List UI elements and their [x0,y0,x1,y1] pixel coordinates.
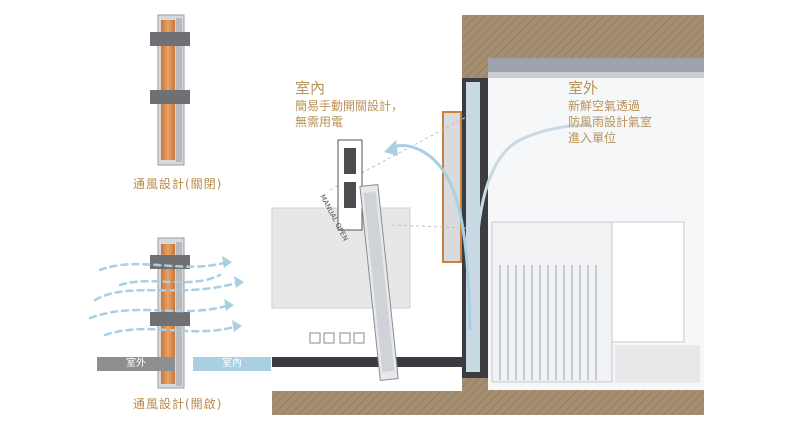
outdoor-annotation: 室外 新鮮空氣透過 防風雨設計氣室 進入單位 [568,78,652,146]
section-drawing [271,15,704,415]
indoor-annotation: 室內 簡易手動開關設計， 無需用電 [295,78,403,130]
indoor-tag: 室內 [193,357,271,371]
outdoor-tag: 室外 [97,357,175,371]
airflow-arrowheads-left [222,256,244,332]
indoor-title: 室內 [295,79,326,97]
indoor-line-2: 無需用電 [295,115,344,129]
outdoor-line-2: 防風雨設計氣室 [568,115,653,129]
outdoor-title: 室外 [568,79,599,97]
closed-vent-caption: 通風設計(關閉) [133,177,223,191]
open-vent-caption: 通風設計(開啟) [133,397,223,411]
indoor-line-1: 簡易手動開關設計， [295,99,404,113]
vent-unit-closed [150,14,190,166]
outdoor-line-1: 新鮮空氣透過 [568,99,641,113]
outdoor-line-3: 進入單位 [568,131,617,145]
airflow-arrows-left [88,260,242,337]
